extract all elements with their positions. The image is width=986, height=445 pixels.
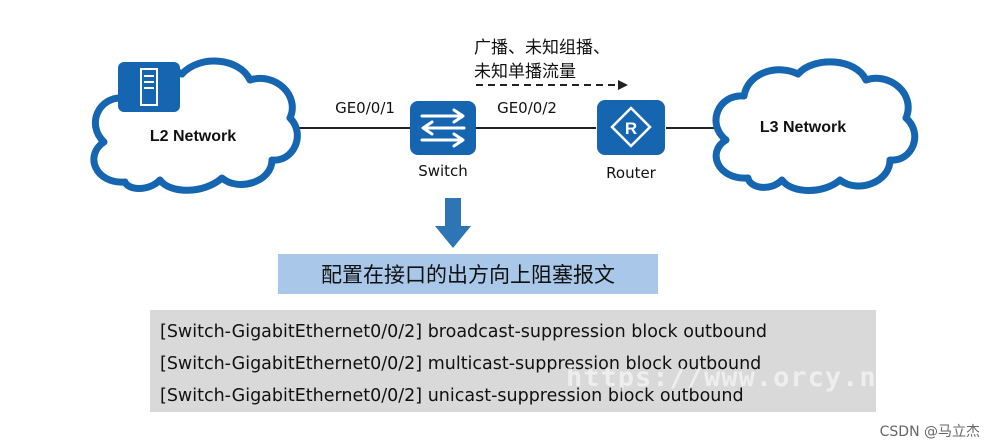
- l2-network-label: L2 Network: [150, 128, 236, 145]
- command-line-multicast: [Switch-GigabitEthernet0/0/2] multicast-…: [160, 354, 762, 374]
- server-icon: [118, 62, 180, 112]
- switch-label: Switch: [418, 162, 468, 180]
- traffic-line-2: 未知单播流量: [474, 62, 576, 82]
- l3-network-cloud: L3 Network: [712, 58, 919, 194]
- command-line-broadcast: [Switch-GigabitEthernet0/0/2] broadcast-…: [160, 322, 768, 342]
- traffic-type-label: 广播、未知组播、 未知单播流量: [474, 36, 610, 84]
- down-arrow-icon: [435, 198, 471, 248]
- traffic-line-1: 广播、未知组播、: [474, 38, 610, 58]
- command-box: [Switch-GigabitEthernet0/0/2] broadcast-…: [150, 310, 876, 412]
- switch-device: Switch: [410, 101, 476, 180]
- command-line-unicast: [Switch-GigabitEthernet0/0/2] unicast-su…: [160, 386, 744, 406]
- traffic-direction-arrow: [476, 80, 628, 90]
- port-left-label: GE0/0/1: [335, 99, 395, 117]
- credit-label: CSDN @马立杰: [879, 424, 980, 440]
- router-letter: R: [625, 119, 637, 138]
- router-icon: [597, 100, 665, 155]
- watermark: https://www.orcy.net.cn: [566, 362, 963, 393]
- l3-network-label: L3 Network: [760, 119, 846, 136]
- config-banner: 配置在接口的出方向上阻塞报文: [278, 254, 658, 294]
- router-device: R Router: [597, 100, 665, 182]
- router-label: Router: [606, 164, 657, 182]
- port-right-label: GE0/0/2: [497, 99, 557, 117]
